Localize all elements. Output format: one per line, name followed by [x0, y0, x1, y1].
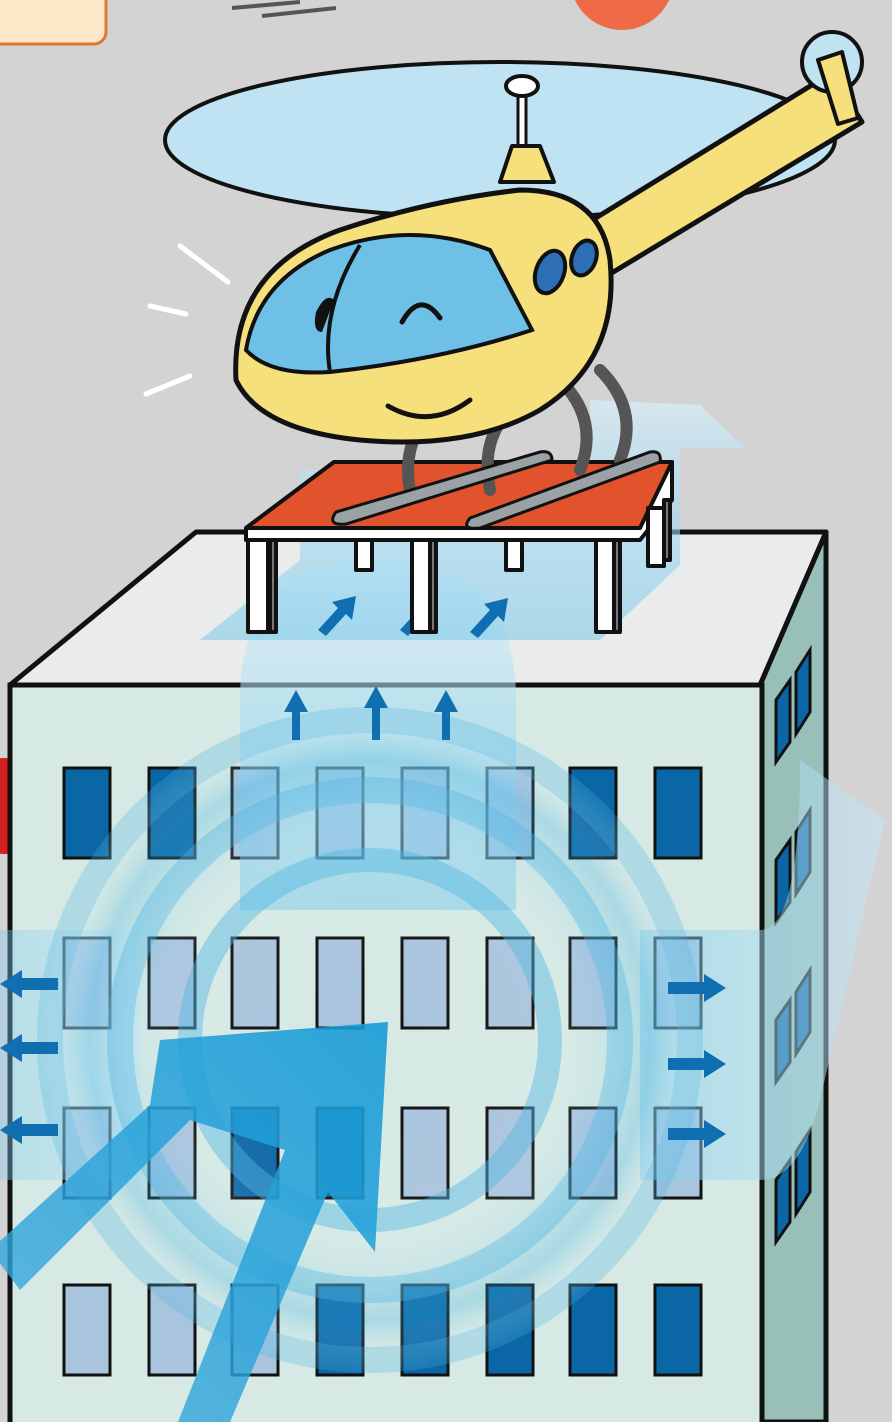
helicopter-icon [146, 32, 862, 528]
orange-circle-badge [570, 0, 674, 30]
ski-fragment-icon [232, 2, 336, 16]
label-box [0, 0, 106, 44]
